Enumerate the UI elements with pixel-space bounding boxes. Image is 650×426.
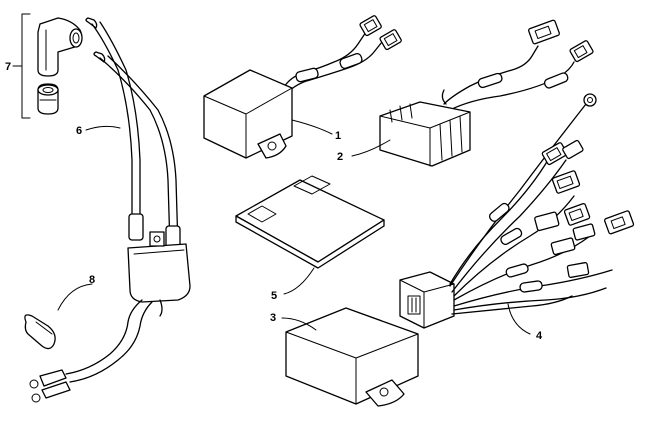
leader-line-8	[57, 283, 93, 311]
leader-line-1	[291, 119, 333, 135]
callout-6: 6	[76, 125, 82, 137]
callout-7: 7	[5, 61, 11, 73]
cdi-module-1	[203, 15, 402, 159]
wire-clip	[24, 283, 93, 350]
callout-bracket-7	[21, 13, 31, 119]
callout-8: 8	[89, 274, 95, 286]
spark-plug-cap	[37, 17, 83, 77]
callout-4: 4	[536, 330, 543, 342]
spark-plug-cap-group	[12, 13, 83, 119]
ignition-coil-group	[29, 17, 191, 403]
callout-2: 2	[337, 151, 343, 163]
leader-line-6	[85, 125, 121, 131]
voltage-regulator	[351, 19, 594, 167]
callout-5: 5	[271, 290, 277, 302]
leader-line-3	[281, 317, 317, 331]
wiring-harness	[399, 93, 635, 335]
leader-line-5	[283, 267, 315, 295]
callout-1: 1	[335, 130, 341, 142]
leader-line-2	[351, 139, 391, 157]
callout-3: 3	[270, 312, 276, 324]
rubber-grommet	[37, 83, 59, 115]
insulator-pad	[235, 175, 385, 295]
leader-line-4	[507, 303, 531, 335]
ecu-module	[281, 307, 419, 407]
